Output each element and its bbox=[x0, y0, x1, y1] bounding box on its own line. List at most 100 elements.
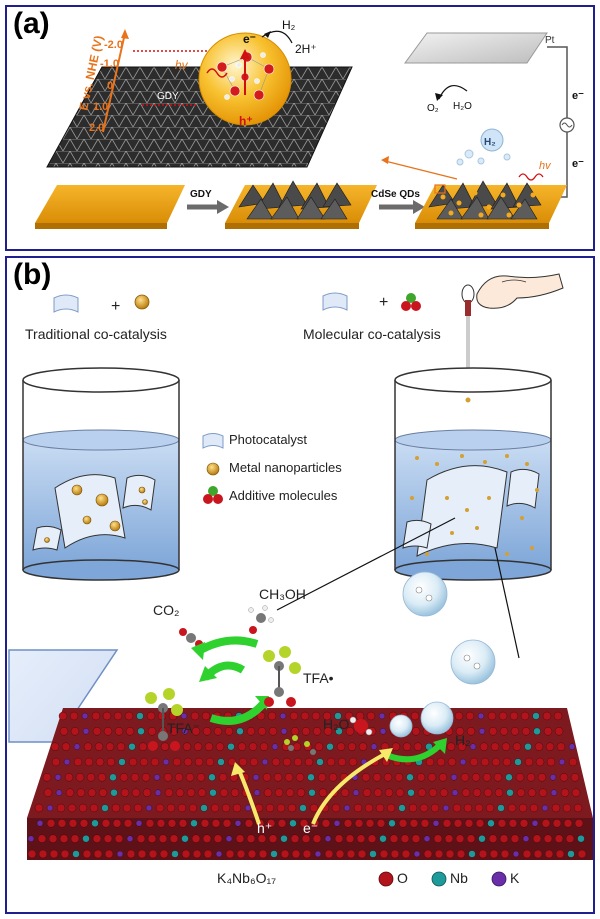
slab-atom bbox=[379, 835, 387, 843]
slab-atom bbox=[465, 711, 475, 721]
slab-atom bbox=[343, 819, 353, 828]
slab-atom bbox=[555, 849, 565, 859]
slab-atom bbox=[181, 835, 189, 843]
traditional-nanoparticles bbox=[44, 484, 148, 543]
slab-atom bbox=[287, 803, 297, 813]
legend-photocatalyst-icon bbox=[202, 433, 224, 449]
electron-label-a: e⁻ bbox=[243, 32, 256, 46]
slab-atom bbox=[527, 788, 537, 797]
slab-atom bbox=[141, 773, 151, 782]
slab-atom bbox=[188, 803, 198, 813]
tick-m2: -2.0 bbox=[104, 39, 123, 51]
slab-atom bbox=[301, 727, 311, 736]
slab-atom bbox=[280, 728, 288, 735]
slab-atom bbox=[81, 712, 89, 720]
slab-atom bbox=[139, 757, 149, 767]
gdy-inner-label: GDY bbox=[157, 91, 179, 102]
slab-atom bbox=[56, 803, 66, 813]
slab-atom bbox=[326, 757, 336, 767]
slab-atom bbox=[347, 742, 357, 751]
slab-atom bbox=[213, 727, 223, 736]
slab-atom bbox=[549, 774, 557, 781]
slab-atom bbox=[203, 849, 213, 859]
slab-atom bbox=[337, 757, 347, 767]
slab-atom bbox=[295, 773, 305, 782]
slab-atom bbox=[413, 742, 423, 751]
slab-atom bbox=[361, 773, 371, 782]
slab-atom bbox=[355, 711, 365, 721]
slab-atom bbox=[59, 727, 69, 736]
slab-atom bbox=[218, 773, 228, 782]
slab-atom bbox=[491, 757, 501, 767]
slab-atom bbox=[65, 788, 75, 797]
slab-atom bbox=[289, 711, 299, 721]
slab-atom bbox=[560, 788, 570, 797]
slab-atom bbox=[432, 820, 440, 827]
slab-atom bbox=[506, 789, 514, 797]
gdy-flakes bbox=[238, 180, 352, 220]
slab-atom bbox=[398, 804, 406, 812]
slab-atom bbox=[70, 834, 80, 843]
legend-o-icon bbox=[378, 871, 394, 887]
slab-atom bbox=[532, 712, 540, 720]
slab-atom bbox=[153, 774, 161, 781]
slab-atom bbox=[290, 727, 300, 736]
slab-atom bbox=[95, 757, 105, 767]
slab-atom bbox=[273, 773, 283, 782]
slab-atom bbox=[208, 773, 216, 781]
slab-atom bbox=[445, 849, 455, 859]
slab-atom bbox=[46, 804, 54, 812]
slab-atom bbox=[93, 849, 103, 859]
slab-atom bbox=[493, 773, 503, 782]
h2-label-a: H₂ bbox=[282, 18, 296, 32]
green-arrow-top bbox=[194, 636, 259, 656]
slab-atom bbox=[126, 849, 136, 859]
slab-atom bbox=[314, 742, 324, 751]
slab-atom bbox=[72, 850, 80, 858]
slab-atom bbox=[190, 711, 200, 721]
slab-atom bbox=[42, 773, 52, 782]
slab-atom bbox=[472, 788, 482, 797]
green-arrow-bottom bbox=[209, 701, 266, 725]
slab-atom bbox=[453, 819, 463, 828]
arrow-gdy-label: GDY bbox=[190, 189, 212, 200]
slab-atom bbox=[112, 819, 122, 828]
slab-atom bbox=[533, 849, 543, 859]
slab-atom bbox=[137, 727, 145, 735]
slab-atom bbox=[27, 849, 37, 859]
slab-atom bbox=[202, 834, 212, 843]
slab-atom bbox=[466, 727, 476, 736]
slab-atom bbox=[322, 711, 332, 721]
slab-atom bbox=[413, 850, 421, 858]
adsorbed-molecules bbox=[284, 735, 316, 755]
h-plus-label: h⁺ bbox=[257, 820, 273, 836]
slab-atom bbox=[79, 819, 89, 828]
legend-metal-icon bbox=[206, 462, 220, 476]
slab-atom bbox=[442, 819, 452, 828]
h2-bubble bbox=[480, 128, 504, 152]
slab-atom bbox=[464, 819, 474, 828]
slab-atom bbox=[366, 711, 376, 721]
slab-atom bbox=[130, 773, 140, 782]
slab-atom bbox=[400, 834, 410, 843]
material-label: K₄Nb₆O₁₇ bbox=[217, 870, 277, 886]
slab-atom bbox=[204, 742, 214, 751]
slab-atom bbox=[160, 742, 170, 751]
slab-atom bbox=[494, 788, 504, 797]
slab-atom bbox=[137, 849, 147, 859]
slab-atom bbox=[84, 757, 94, 767]
slab-atom bbox=[568, 743, 576, 750]
slab-atom bbox=[76, 788, 86, 797]
slab-atom bbox=[235, 834, 245, 843]
slab-atom bbox=[324, 835, 332, 842]
slab-atom bbox=[191, 834, 201, 843]
slab-atom bbox=[314, 850, 322, 858]
slab-atom bbox=[111, 803, 121, 813]
slab-atom bbox=[487, 819, 495, 827]
slab-atom bbox=[456, 849, 466, 859]
slab-atom bbox=[300, 711, 310, 721]
slab-atom bbox=[104, 849, 114, 859]
pt-plate bbox=[404, 32, 548, 64]
slab-atom bbox=[175, 788, 185, 797]
slab-atom bbox=[172, 757, 182, 767]
